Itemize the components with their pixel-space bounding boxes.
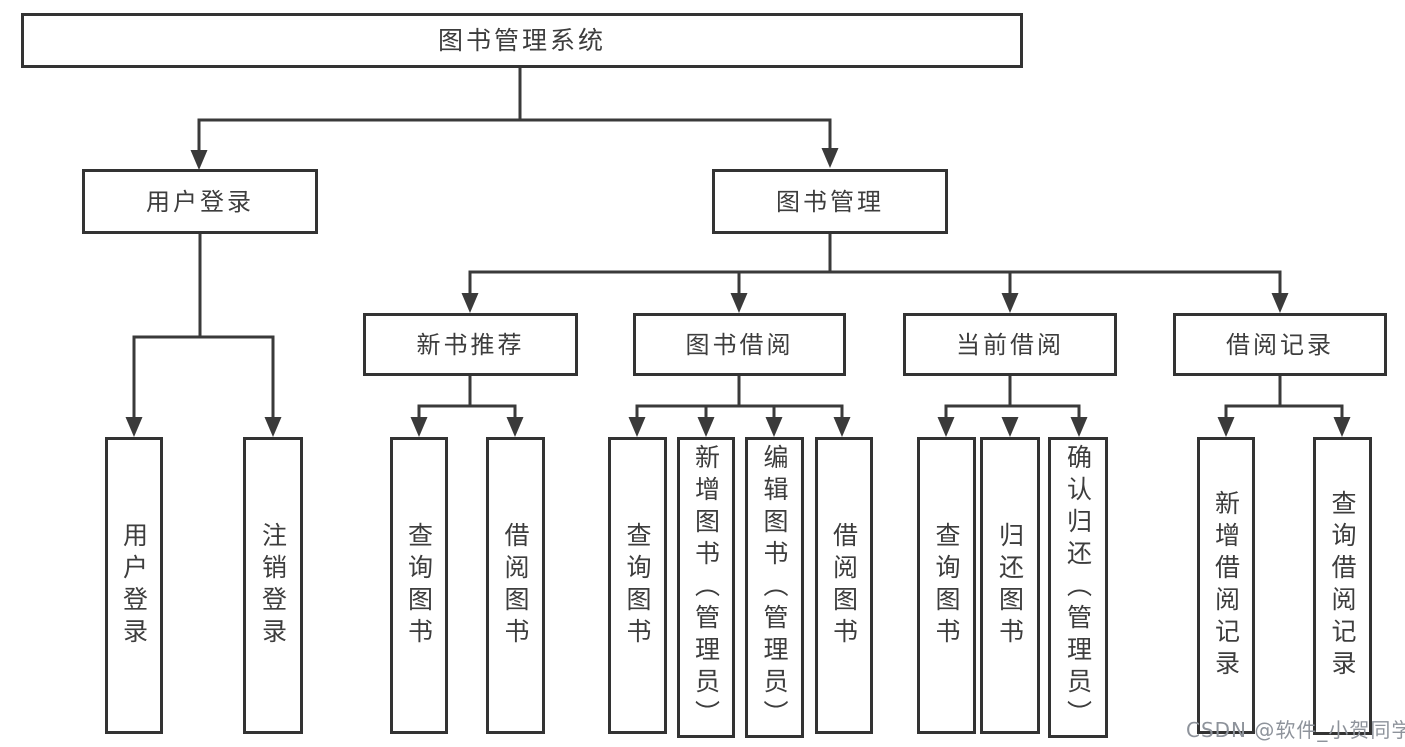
node-label: 归还图书 <box>995 521 1025 650</box>
node-label: 图书借阅 <box>685 330 794 359</box>
node-label: 查询图书 <box>623 521 652 650</box>
node-borrowing-records: 借阅记录 <box>1173 313 1387 376</box>
leaf-return-books: 归还图书 <box>980 437 1040 734</box>
node-user-login: 用户登录 <box>82 169 318 234</box>
arrow-down-icon <box>1217 417 1235 437</box>
node-label: 图书管理 <box>776 187 884 216</box>
leaf-query-books-3: 查询图书 <box>917 437 976 734</box>
arrow-down-icon <box>1070 417 1088 437</box>
leaf-query-borrow-record: 查询借阅记录 <box>1313 437 1372 735</box>
arrow-down-icon <box>1001 293 1019 313</box>
node-label: 查询图书 <box>932 521 961 650</box>
arrow-down-icon <box>730 293 748 313</box>
leaf-query-books-2: 查询图书 <box>608 437 667 734</box>
leaf-add-books-admin: 新增图书（管理员） <box>677 437 735 738</box>
leaf-query-books-1: 查询图书 <box>390 437 448 734</box>
node-label: 图书管理系统 <box>437 26 606 55</box>
node-label: 当前借阅 <box>956 330 1064 359</box>
arrowhead-icons <box>125 148 1351 437</box>
arrow-down-icon <box>937 417 955 437</box>
leaf-borrow-books-1: 借阅图书 <box>486 437 545 734</box>
arrow-down-icon <box>1001 417 1019 437</box>
node-library-management-system: 图书管理系统 <box>21 13 1023 68</box>
leaf-add-borrow-record: 新增借阅记录 <box>1197 437 1255 734</box>
arrow-down-icon <box>506 417 524 437</box>
node-label: 编辑图书（管理员） <box>760 443 789 732</box>
arrow-down-icon <box>1333 417 1351 437</box>
arrow-down-icon <box>1271 293 1289 313</box>
node-book-management: 图书管理 <box>712 169 948 234</box>
node-new-book-recommendation: 新书推荐 <box>363 313 578 376</box>
csdn-watermark: CSDN @软件_小贺同学 <box>1186 718 1405 742</box>
arrow-down-icon <box>125 417 143 437</box>
node-book-borrowing: 图书借阅 <box>633 313 846 376</box>
arrow-down-icon <box>410 417 428 437</box>
arrow-down-icon <box>190 150 208 170</box>
arrow-down-icon <box>264 417 282 437</box>
node-label: 新书推荐 <box>416 330 525 359</box>
node-label: 借阅图书 <box>829 521 859 650</box>
node-label: 查询图书 <box>404 521 434 650</box>
leaf-user-login: 用户登录 <box>105 437 163 734</box>
leaf-borrow-books-2: 借阅图书 <box>815 437 873 734</box>
leaf-confirm-return-admin: 确认归还（管理员） <box>1048 437 1108 738</box>
leaf-edit-books-admin: 编辑图书（管理员） <box>745 437 804 738</box>
node-label: 用户登录 <box>146 187 254 216</box>
node-label: 借阅图书 <box>501 521 530 650</box>
node-label: 借阅记录 <box>1226 330 1334 359</box>
arrow-down-icon <box>697 417 715 437</box>
node-current-borrowing: 当前借阅 <box>903 313 1117 376</box>
node-label: 新增借阅记录 <box>1211 489 1241 682</box>
node-label: 新增图书（管理员） <box>691 443 721 732</box>
arrow-down-icon <box>765 417 783 437</box>
leaf-logout: 注销登录 <box>243 437 303 734</box>
arrow-down-icon <box>461 293 479 313</box>
node-label: 注销登录 <box>258 521 288 650</box>
arrow-down-icon <box>628 417 646 437</box>
arrow-down-icon <box>821 148 839 168</box>
node-label: 查询借阅记录 <box>1328 490 1357 682</box>
arrow-down-icon <box>833 417 851 437</box>
node-label: 确认归还（管理员） <box>1063 443 1093 732</box>
node-label: 用户登录 <box>119 521 149 650</box>
connector-lines <box>132 66 1344 421</box>
